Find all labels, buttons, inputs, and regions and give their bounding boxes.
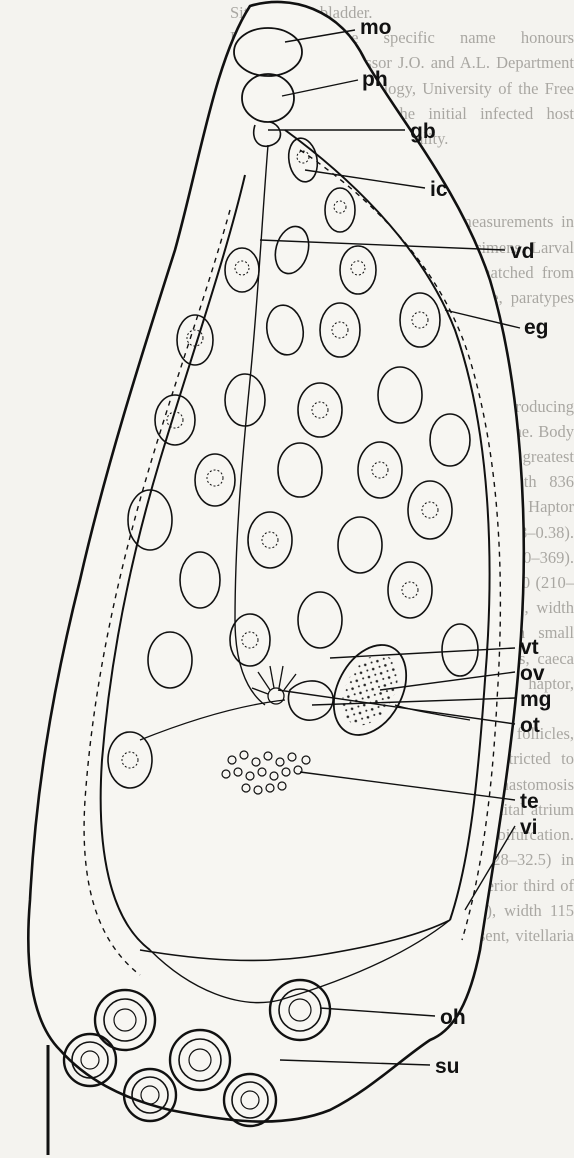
label-oh: oh: [440, 1006, 466, 1029]
label-vi: vi: [520, 816, 538, 839]
label-mg: mg: [520, 688, 552, 711]
body-outline: [28, 2, 523, 1122]
label-ov: ov: [520, 662, 545, 685]
label-ph: ph: [362, 68, 388, 91]
label-vt: vt: [520, 636, 539, 659]
label-te: te: [520, 790, 539, 813]
label-su: su: [435, 1055, 460, 1078]
label-mo: mo: [360, 16, 392, 39]
label-ic: ic: [430, 178, 448, 201]
label-gb: gb: [410, 120, 436, 143]
label-ot: ot: [520, 714, 540, 737]
label-eg: eg: [524, 316, 549, 339]
label-vd: vd: [510, 240, 535, 263]
